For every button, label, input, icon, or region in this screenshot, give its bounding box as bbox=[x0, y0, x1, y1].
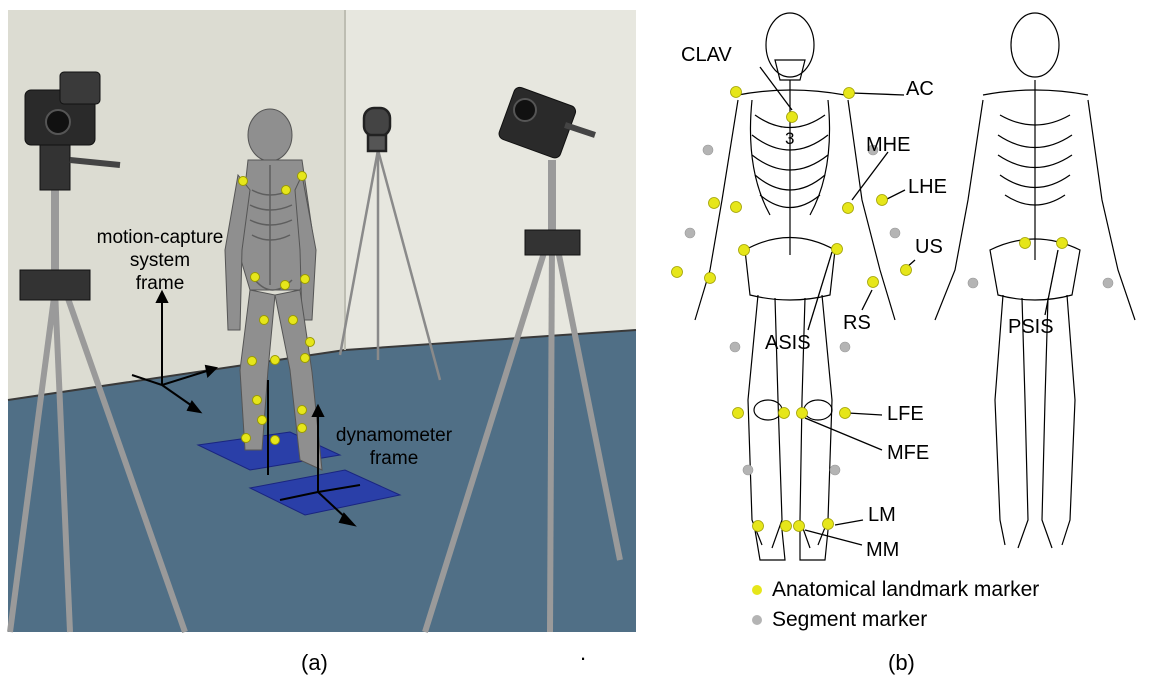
label-mfe: MFE bbox=[887, 442, 930, 464]
motion-capture-frame-label: motion-capture system frame bbox=[78, 228, 242, 293]
figure-markers bbox=[238, 171, 315, 445]
skeleton-front bbox=[694, 12, 896, 561]
dynamometer-label-line2: frame bbox=[369, 448, 419, 469]
label-asis: ASIS bbox=[765, 332, 811, 354]
floor-edge-right bbox=[344, 329, 637, 351]
dynamometer-frame-label: dynamometer frame bbox=[330, 426, 458, 468]
legend-anatomical: Anatomical landmark marker bbox=[752, 578, 1039, 602]
legend-segment: Segment marker bbox=[752, 608, 927, 632]
motion-capture-label-line3: frame bbox=[135, 273, 185, 294]
tripod-left-head bbox=[19, 269, 91, 301]
panel-a-scene bbox=[7, 10, 637, 633]
segment-markers bbox=[684, 144, 1114, 476]
right-wall bbox=[345, 10, 636, 350]
tripod-left bbox=[7, 71, 188, 633]
leader-lines bbox=[759, 66, 1059, 546]
motion-capture-axes bbox=[131, 289, 219, 414]
label-ac: AC bbox=[906, 78, 934, 100]
skeleton-back bbox=[934, 12, 1136, 549]
force-plate-2 bbox=[248, 469, 402, 516]
dynamometer-label-line1: dynamometer bbox=[335, 425, 453, 446]
motion-capture-label-line1: motion-capture bbox=[96, 227, 224, 248]
label-three: 3 bbox=[785, 129, 795, 148]
label-mhe: MHE bbox=[866, 134, 911, 156]
label-clav: CLAV bbox=[681, 44, 732, 66]
label-lfe: LFE bbox=[887, 403, 924, 425]
dynamometer-axes bbox=[267, 380, 361, 527]
legend-anatomical-text: Anatomical landmark marker bbox=[772, 578, 1040, 601]
tripod-right bbox=[422, 86, 623, 633]
tripod-right-head bbox=[524, 229, 581, 256]
anatomical-marker-swatch-icon bbox=[752, 585, 762, 595]
separator-dot: . bbox=[580, 640, 587, 665]
legend-segment-text: Segment marker bbox=[772, 608, 928, 631]
caption-b: (b) bbox=[888, 650, 915, 675]
label-mm: MM bbox=[866, 539, 900, 561]
label-lm: LM bbox=[868, 504, 896, 526]
tripod-back bbox=[338, 106, 442, 381]
subject-figure bbox=[224, 108, 323, 471]
segment-marker-swatch-icon bbox=[752, 615, 762, 625]
caption-a: (a) bbox=[301, 650, 328, 675]
label-us: US bbox=[915, 236, 943, 258]
motion-capture-label-line2: system bbox=[129, 250, 191, 271]
label-psis: PSIS bbox=[1008, 316, 1054, 338]
label-rs: RS bbox=[843, 312, 871, 334]
panel-b-skeletons bbox=[694, 12, 1136, 561]
anatomical-markers bbox=[671, 86, 1068, 532]
label-lhe: LHE bbox=[908, 176, 947, 198]
